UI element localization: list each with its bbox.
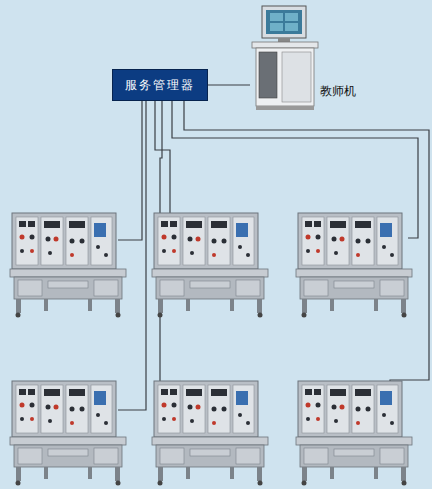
server-box: 服务管理器 — [112, 69, 208, 101]
workbench — [10, 213, 412, 486]
node-label: 服务管理器 — [125, 77, 195, 94]
network-connector — [208, 84, 250, 85]
teacher-computer-node: 教师机 — [250, 5, 362, 111]
teacher-computer — [252, 6, 318, 110]
network-wire — [118, 100, 429, 410]
node-label: 教师机 — [320, 83, 356, 100]
